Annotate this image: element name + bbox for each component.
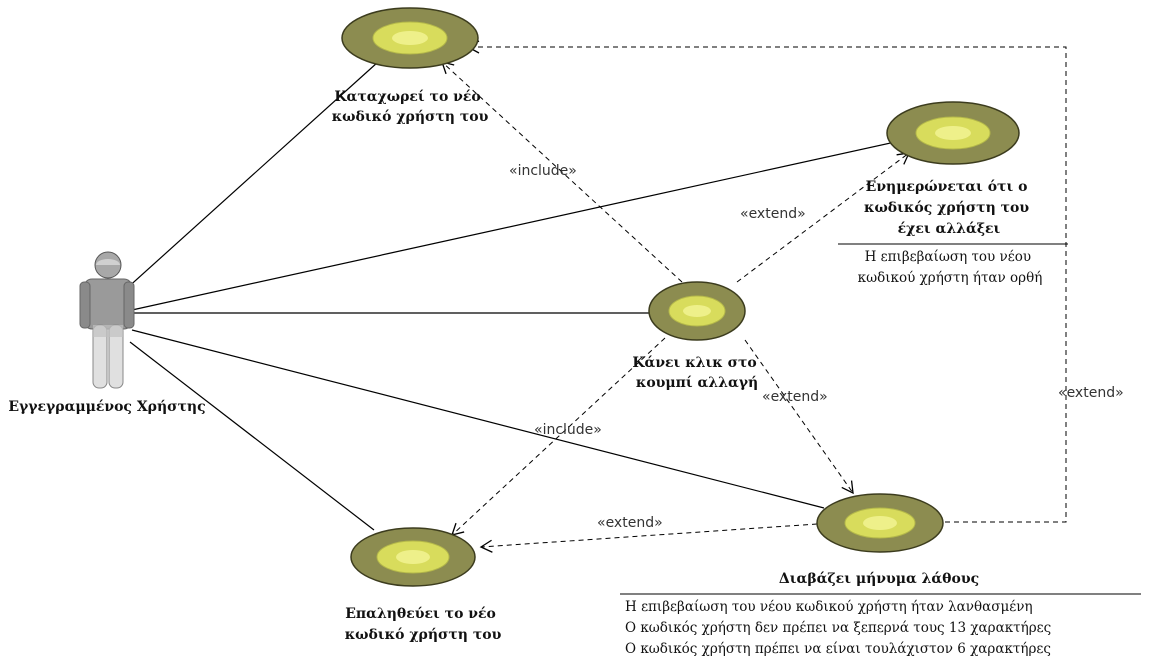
- condition-note-notified: Η επιβεβαίωση του νέου κωδικού χρήστη ήτ…: [838, 243, 1068, 286]
- use-case-notified[interactable]: [886, 101, 1020, 165]
- association-notified: [131, 141, 896, 311]
- extend-register-arrow: [466, 40, 1067, 523]
- stereotype-extend-verify: «extend»: [597, 515, 663, 531]
- use-case-error-label: Διαβάζει μήνυμα λάθους: [779, 571, 979, 587]
- association-error: [131, 329, 825, 509]
- use-case-click-label: Κάνει κλικ στο κουμπί αλλαγή: [632, 355, 761, 391]
- include-verify-arrow: [451, 337, 666, 536]
- use-case-register[interactable]: [341, 7, 479, 69]
- include-register-arrow: [440, 61, 683, 283]
- stereotype-extend-error: «extend»: [762, 389, 828, 405]
- association-register: [124, 61, 379, 291]
- stereotype-include-register: «include»: [509, 163, 577, 179]
- actor-label: Εγγεγραμμένος Χρήστης: [8, 399, 205, 415]
- svg-text:Η επιβεβαίωση του νέου κ: Η επιβεβαίωση του νέου κωδικού χρήστη ήτ…: [858, 249, 1043, 286]
- use-case-verify[interactable]: [350, 527, 476, 587]
- actor-figure[interactable]: [79, 251, 135, 389]
- associations: [124, 61, 896, 531]
- extend-error-arrow: [744, 339, 854, 495]
- stereotype-extend-register: «extend»: [1058, 385, 1124, 401]
- stereotype-include-verify: «include»: [534, 422, 602, 438]
- dependencies: [440, 40, 1067, 553]
- association-verify: [129, 341, 375, 531]
- use-case-click[interactable]: [648, 281, 746, 341]
- svg-text:Η επιβεβαίωση του νέου κωδικού: Η επιβεβαίωση του νέου κωδικού χρήστη ήτ…: [625, 599, 1056, 657]
- extend-verify-arrow: [479, 523, 818, 553]
- use-case-error[interactable]: [816, 493, 944, 553]
- use-case-notified-label: Ενημερώνεται ότι ο κωδικός χρήστη του έχ…: [864, 179, 1034, 237]
- condition-note-error: Η επιβεβαίωση του νέου κωδικού χρήστη ήτ…: [620, 593, 1141, 657]
- use-case-verify-label: Επαληθεύει το νέο κωδικό χρήστη του: [345, 606, 502, 643]
- use-case-register-label: Καταχωρεί το νέο κωδικό χρήστη του: [332, 88, 489, 125]
- stereotype-extend-notified: «extend»: [740, 206, 806, 222]
